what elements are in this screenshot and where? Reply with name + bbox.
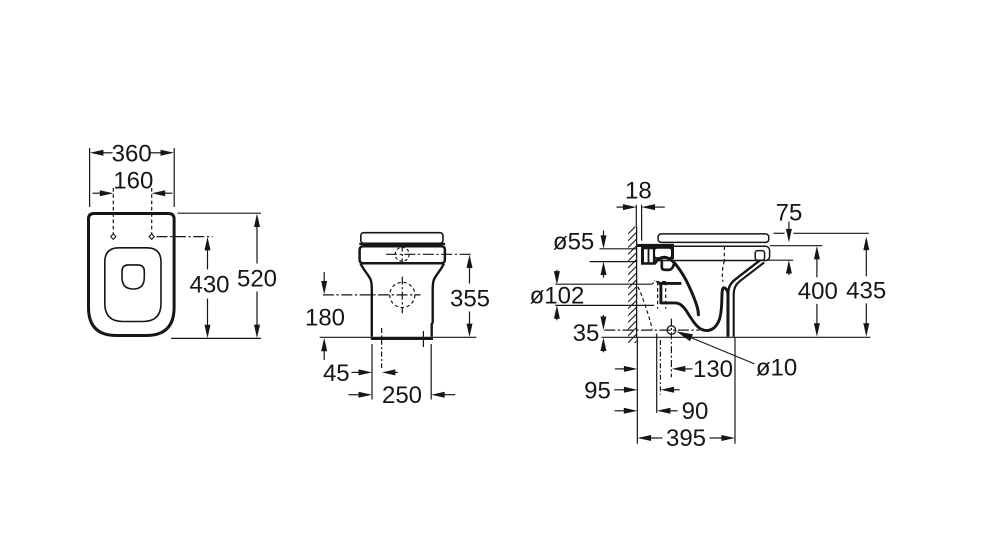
svg-text:430: 430 bbox=[189, 271, 229, 298]
svg-text:160: 160 bbox=[113, 167, 153, 194]
svg-text:395: 395 bbox=[666, 425, 706, 452]
svg-text:250: 250 bbox=[382, 382, 422, 409]
svg-text:520: 520 bbox=[237, 265, 277, 292]
svg-text:45: 45 bbox=[323, 360, 350, 387]
svg-text:ø55: ø55 bbox=[553, 229, 594, 256]
svg-text:35: 35 bbox=[573, 320, 600, 347]
svg-text:95: 95 bbox=[584, 377, 611, 404]
svg-text:180: 180 bbox=[305, 304, 345, 331]
svg-text:360: 360 bbox=[112, 140, 152, 167]
svg-text:130: 130 bbox=[693, 356, 733, 383]
svg-text:435: 435 bbox=[846, 277, 886, 304]
svg-text:18: 18 bbox=[625, 177, 652, 204]
svg-text:90: 90 bbox=[682, 398, 709, 425]
svg-text:355: 355 bbox=[450, 285, 490, 312]
svg-text:ø10: ø10 bbox=[756, 354, 797, 381]
svg-text:400: 400 bbox=[798, 278, 838, 305]
